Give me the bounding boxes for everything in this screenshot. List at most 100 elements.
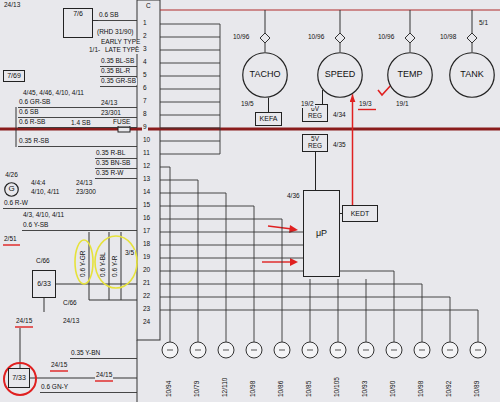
annotation-arrow bbox=[262, 261, 291, 262]
warning-lamp-symbol bbox=[274, 342, 290, 358]
lamp-icon bbox=[279, 350, 285, 351]
wire bbox=[70, 358, 137, 359]
wire bbox=[478, 310, 479, 342]
pin-number: 17 bbox=[142, 228, 151, 235]
lamp-icon bbox=[419, 350, 425, 351]
lamp-icon bbox=[251, 350, 257, 351]
pin-number: 1 bbox=[142, 20, 148, 27]
wire-label: 24/15 bbox=[15, 318, 33, 325]
node-label: 7/33 bbox=[12, 374, 26, 381]
gauge-circle: TACHO bbox=[242, 52, 288, 98]
circle-border bbox=[318, 53, 363, 98]
wire-label: 0.6 SB bbox=[18, 109, 40, 116]
module-box: KEFA bbox=[255, 112, 282, 126]
callout-number: 10/105 bbox=[334, 376, 341, 398]
node-label: KEFA bbox=[260, 115, 278, 122]
pin-number: 22 bbox=[142, 293, 151, 300]
wire bbox=[95, 168, 137, 169]
pin-number: 11 bbox=[142, 150, 151, 157]
gauge-circle: TEMP bbox=[387, 52, 433, 98]
wire-label: 10/98 bbox=[439, 34, 457, 41]
wire bbox=[366, 279, 367, 342]
wire bbox=[422, 284, 423, 342]
wire-label: EARLY TYPE bbox=[100, 39, 141, 46]
wire-label: 0.35 GR-SB bbox=[100, 78, 137, 85]
wire bbox=[160, 284, 422, 285]
wire-label: 24/15 bbox=[95, 372, 113, 379]
underline-mark bbox=[358, 109, 376, 110]
callout-number: 10/98 bbox=[418, 380, 425, 398]
wire bbox=[160, 310, 478, 311]
pin-number: 12 bbox=[142, 163, 151, 170]
wire bbox=[89, 300, 137, 301]
wire-label: 4/35 bbox=[332, 142, 347, 149]
callout-number: 10/92 bbox=[446, 380, 453, 398]
wire bbox=[160, 115, 220, 116]
pin-number: 21 bbox=[142, 280, 151, 287]
component-number: 4/26 bbox=[5, 172, 18, 179]
wire-label: 4/34 bbox=[332, 112, 347, 119]
underline-mark bbox=[50, 370, 68, 371]
wire-label: (RHD 31/90) bbox=[96, 29, 134, 36]
wire bbox=[310, 279, 311, 342]
warning-lamp-symbol bbox=[414, 342, 430, 358]
node-label: TANK bbox=[460, 70, 483, 79]
warning-lamp-symbol bbox=[302, 342, 318, 358]
wire bbox=[394, 271, 395, 342]
wire bbox=[16, 107, 17, 147]
lamp-icon bbox=[335, 350, 341, 351]
node-label: G bbox=[8, 185, 14, 193]
wire bbox=[18, 117, 137, 118]
wire bbox=[160, 141, 220, 142]
wire-label: 3/5 bbox=[124, 250, 135, 257]
wire bbox=[160, 50, 220, 51]
sensor-box: 7/33 bbox=[8, 368, 30, 388]
wire-label: 5/1 bbox=[478, 20, 489, 27]
pin-number: 4 bbox=[142, 59, 148, 66]
node-label: 7/6 bbox=[73, 10, 83, 17]
wire bbox=[109, 232, 110, 300]
warning-lamp-symbol bbox=[470, 342, 486, 358]
lamp-icon bbox=[167, 350, 173, 351]
underline-mark bbox=[95, 380, 113, 381]
wire-label: 24/13 bbox=[62, 318, 80, 325]
pin-number: 10 bbox=[142, 137, 151, 144]
wire-label: 4/4:4 bbox=[30, 180, 46, 187]
wire-label: 2/51 bbox=[3, 236, 18, 243]
wire bbox=[160, 128, 220, 129]
wire bbox=[121, 232, 122, 300]
fuse-symbol bbox=[118, 126, 130, 132]
wire-label: 19/5 bbox=[240, 101, 255, 108]
wire-label: 0.6 Y-GR bbox=[80, 250, 87, 278]
feed-wire bbox=[265, 10, 266, 52]
wire bbox=[93, 20, 98, 21]
wire-label: 1/1- bbox=[88, 47, 101, 54]
pin-number: 14 bbox=[142, 189, 151, 196]
wire bbox=[44, 298, 45, 312]
wire bbox=[160, 258, 303, 259]
wire-label: 0.35 R-BL bbox=[95, 150, 126, 157]
callout-number: 10/90 bbox=[390, 380, 397, 398]
sensor-box: 6/33 bbox=[32, 270, 56, 298]
circle-border bbox=[243, 53, 288, 98]
warning-lamp-symbol bbox=[218, 342, 234, 358]
node-label: TEMP bbox=[397, 70, 422, 79]
node-label: μP bbox=[316, 229, 327, 238]
warning-lamp-symbol bbox=[386, 342, 402, 358]
wire-label: 0.6 Y-BL bbox=[100, 251, 107, 278]
wire bbox=[98, 20, 137, 21]
wire bbox=[198, 180, 199, 342]
callout-number: 10/98 bbox=[250, 380, 257, 398]
wire-label: 4/36 bbox=[286, 193, 301, 200]
wire-label: 0.6 GR-SB bbox=[18, 99, 51, 106]
power-bus bbox=[0, 128, 500, 131]
circle-border bbox=[5, 183, 19, 197]
wire bbox=[160, 63, 220, 64]
wire bbox=[18, 107, 137, 108]
wire bbox=[18, 146, 137, 147]
lamp-icon bbox=[195, 350, 201, 351]
wire-label: 24/13 bbox=[3, 2, 21, 9]
node-label: KEDT bbox=[351, 210, 370, 217]
wire-label: 0.35 R-SB bbox=[18, 138, 50, 145]
